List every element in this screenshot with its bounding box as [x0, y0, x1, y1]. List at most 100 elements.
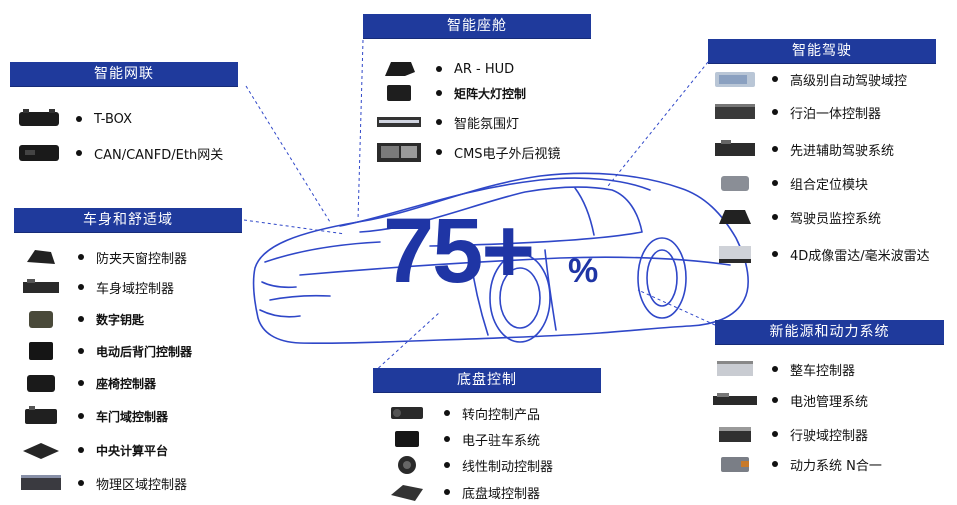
epb-controller-icon	[380, 427, 434, 451]
bullet-icon	[78, 447, 84, 453]
item-label: 电子驻车系统	[462, 433, 541, 449]
item-label: 底盘域控制器	[462, 486, 541, 502]
item-label: 线性制动控制器	[462, 459, 554, 475]
gateway-module-icon	[12, 141, 66, 165]
bullet-icon	[436, 90, 442, 96]
bms-icon	[708, 388, 762, 412]
ambient-light-icon	[372, 110, 426, 134]
seat-controller-icon	[14, 371, 68, 395]
percent-sign: %	[568, 252, 599, 290]
list-item: 高级别自动驾驶域控	[708, 66, 907, 92]
item-label: 座椅控制器	[96, 376, 157, 391]
list-item: 车门域控制器	[14, 403, 168, 429]
item-label: 中央计算平台	[96, 443, 169, 458]
list-item: 底盘域控制器	[380, 479, 540, 505]
list-item: 电池管理系统	[708, 387, 868, 413]
item-label: 动力系统 N合一	[790, 458, 882, 474]
bullet-icon	[78, 284, 84, 290]
bullet-icon	[772, 146, 778, 152]
central-compute-icon	[14, 438, 68, 462]
list-item: 行泊一体控制器	[708, 99, 881, 125]
sunroof-controller-icon	[14, 245, 68, 269]
item-label: 电动后背门控制器	[96, 344, 193, 359]
list-item: 行驶域控制器	[708, 421, 868, 447]
bullet-icon	[78, 316, 84, 322]
category-header-power: 新能源和动力系统	[715, 320, 944, 344]
list-item: 物理区域控制器	[14, 470, 187, 496]
item-label: 驾驶员监控系统	[790, 211, 882, 227]
tailgate-controller-icon	[14, 339, 68, 363]
ad-domain-controller-icon	[708, 67, 762, 91]
item-label: 电池管理系统	[790, 394, 869, 410]
category-header-network: 智能网联	[10, 62, 238, 86]
item-label: 数字钥匙	[96, 312, 145, 327]
coverage-percentage-value: 75+	[383, 200, 535, 302]
list-item: 转向控制产品	[380, 400, 540, 426]
list-item: 整车控制器	[708, 356, 855, 382]
list-item: 电动后背门控制器	[14, 338, 192, 364]
bullet-icon	[436, 119, 442, 125]
list-item: 智能氛围灯	[372, 109, 519, 135]
list-item: T-BOX	[12, 106, 132, 132]
digital-key-icon	[14, 307, 68, 331]
list-item: 驾驶员监控系统	[708, 204, 881, 230]
bullet-icon	[78, 254, 84, 260]
category-header-chassis: 底盘控制	[373, 368, 601, 392]
bullet-icon	[772, 109, 778, 115]
driving-parking-controller-icon	[708, 100, 762, 124]
bullet-icon	[76, 116, 82, 122]
body-domain-controller-icon	[14, 275, 68, 299]
item-label: 组合定位模块	[790, 177, 869, 193]
list-item: 车身域控制器	[14, 274, 174, 300]
list-item: 数字钥匙	[14, 306, 144, 332]
item-label: 4D成像雷达/毫米波雷达	[790, 248, 930, 264]
bullet-icon	[444, 410, 450, 416]
list-item: 中央计算平台	[14, 437, 168, 463]
list-item: 防夹天窗控制器	[14, 244, 187, 270]
bullet-icon	[772, 180, 778, 186]
item-label: 整车控制器	[790, 363, 856, 379]
bullet-icon	[78, 480, 84, 486]
item-label: 车身域控制器	[96, 281, 175, 297]
bullet-icon	[444, 462, 450, 468]
bullet-icon	[772, 397, 778, 403]
category-header-cockpit: 智能座舱	[363, 14, 591, 38]
item-label: AR - HUD	[454, 61, 515, 77]
bullet-icon	[772, 251, 778, 257]
bullet-icon	[78, 348, 84, 354]
item-label: T-BOX	[94, 111, 132, 127]
ar-hud-icon	[372, 57, 426, 81]
positioning-module-icon	[708, 171, 762, 195]
bullet-icon	[772, 76, 778, 82]
item-label: 行驶域控制器	[790, 428, 869, 444]
list-item: 4D成像雷达/毫米波雷达	[708, 241, 930, 267]
list-item: 组合定位模块	[708, 170, 868, 196]
item-label: 高级别自动驾驶域控	[790, 73, 908, 89]
category-header-driving: 智能驾驶	[708, 39, 936, 63]
list-item: AR - HUD	[372, 56, 514, 82]
item-label: 车门域控制器	[96, 409, 169, 424]
door-domain-controller-icon	[14, 404, 68, 428]
bullet-icon	[772, 214, 778, 220]
list-item: 矩阵大灯控制	[372, 80, 526, 106]
bullet-icon	[772, 366, 778, 372]
drive-domain-controller-icon	[708, 422, 762, 446]
steering-controller-icon	[380, 401, 434, 425]
cms-mirror-icon	[372, 140, 426, 164]
list-item: CMS电子外后视镜	[372, 139, 561, 165]
zone-controller-icon	[14, 471, 68, 495]
adas-controller-icon	[708, 137, 762, 161]
list-item: CAN/CANFD/Eth网关	[12, 140, 223, 166]
list-item: 先进辅助驾驶系统	[708, 136, 894, 162]
tbox-module-icon	[12, 107, 66, 131]
vehicle-controller-icon	[708, 357, 762, 381]
matrix-headlamp-controller-icon	[372, 81, 426, 105]
list-item: 电子驻车系统	[380, 426, 540, 452]
brake-controller-icon	[380, 453, 434, 477]
item-label: CMS电子外后视镜	[454, 146, 561, 162]
bullet-icon	[78, 380, 84, 386]
item-label: 防夹天窗控制器	[96, 251, 188, 267]
bullet-icon	[772, 461, 778, 467]
